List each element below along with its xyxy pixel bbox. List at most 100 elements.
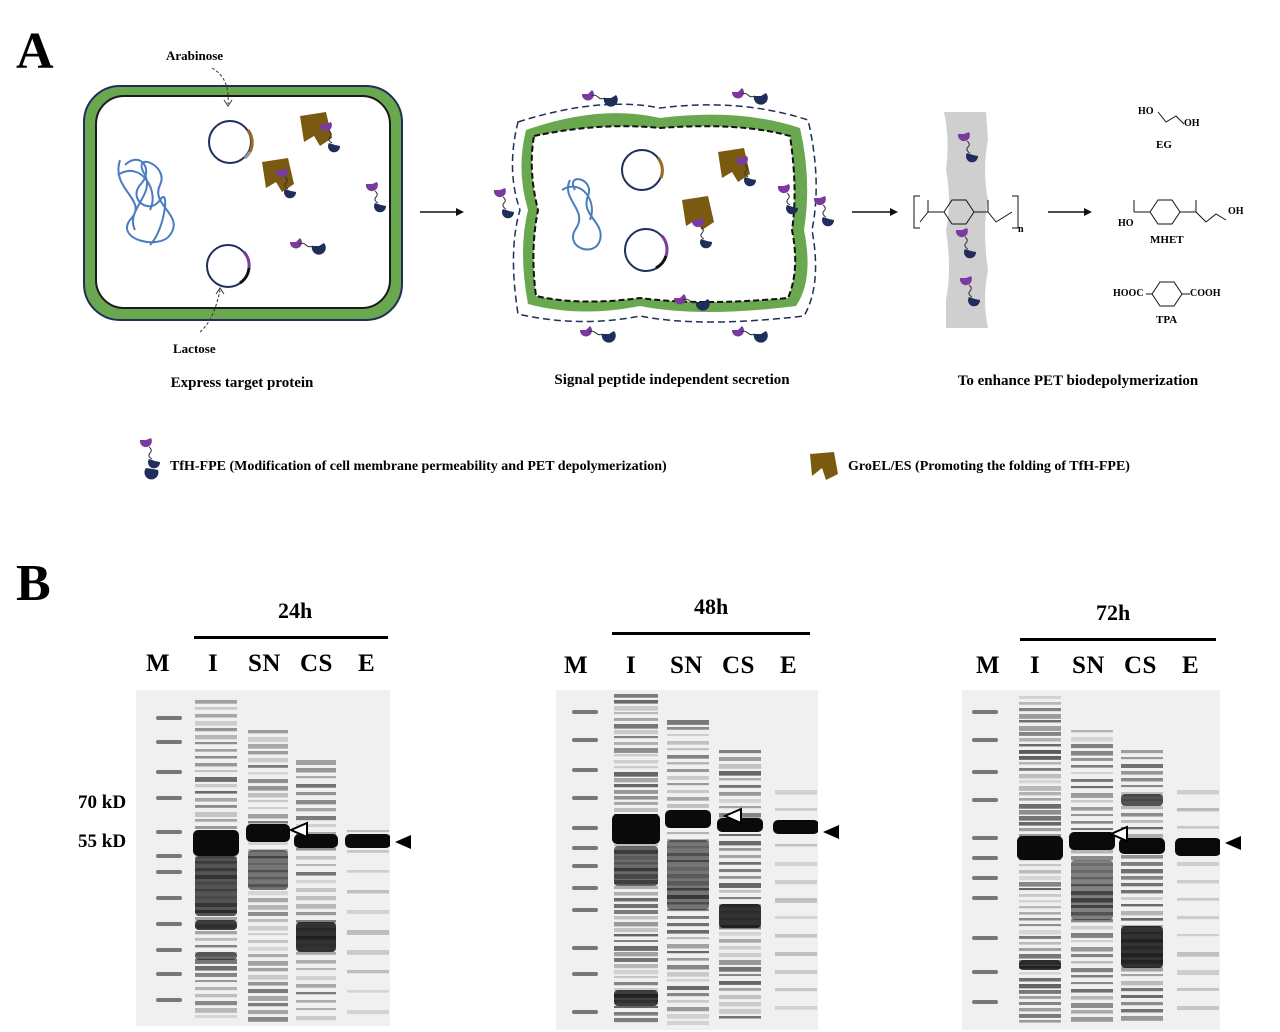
protein-band: [1071, 793, 1113, 798]
protein-band: [1177, 970, 1219, 975]
protein-band: [719, 897, 761, 900]
protein-band: [248, 919, 288, 923]
lactose-label: Lactose: [173, 341, 216, 356]
protein-band: [1121, 820, 1163, 823]
marker-70kd: 70 kD: [78, 792, 127, 813]
protein-band: [1177, 898, 1219, 901]
protein-band: [1019, 768, 1061, 771]
gel-2-filled-arrow: [823, 825, 839, 839]
protein-band: [347, 930, 389, 935]
protein-band: [667, 1014, 709, 1019]
protein-band: [1177, 952, 1219, 957]
protein-band: [1071, 737, 1113, 742]
protein-band: [614, 790, 658, 794]
protein-band: [1019, 714, 1061, 719]
target-band: [345, 834, 390, 848]
protein-band: [719, 953, 761, 958]
gel-1-time: 24h: [278, 598, 313, 623]
tpa-structure: [1146, 281, 1190, 307]
protein-band: [1019, 1020, 1061, 1023]
protein-band: [1071, 744, 1113, 749]
protein-band: [1071, 982, 1113, 985]
protein-band: [1071, 996, 1113, 1000]
protein-band: [775, 988, 817, 992]
protein-band: [248, 1010, 288, 1015]
target-band: [665, 810, 711, 828]
protein-band: [614, 904, 658, 909]
protein-band: [614, 952, 658, 957]
gel-1-lane-m: M: [146, 650, 171, 677]
protein-band: [1019, 708, 1061, 712]
protein-band: [296, 920, 336, 923]
protein-band: [719, 799, 761, 803]
protein-band: [248, 905, 288, 910]
protein-band: [1121, 794, 1163, 806]
protein-band: [1071, 954, 1113, 958]
protein-band: [667, 790, 709, 794]
protein-band: [1121, 904, 1163, 907]
protein-band: [719, 904, 761, 928]
protein-band: [1071, 828, 1113, 831]
protein-band: [719, 960, 761, 965]
protein-band: [347, 1010, 389, 1015]
protein-band: [296, 864, 336, 867]
protein-band: [296, 1008, 336, 1011]
ladder-band: [972, 970, 998, 974]
protein-band: [775, 844, 817, 847]
panel-a-letter: A: [16, 23, 54, 80]
protein-band: [719, 939, 761, 943]
target-band: [717, 818, 763, 832]
protein-band: [296, 1016, 336, 1021]
protein-band: [719, 995, 761, 1000]
protein-band: [614, 990, 658, 1006]
protein-band: [195, 735, 237, 740]
ladder-band: [972, 710, 998, 714]
protein-band: [719, 785, 761, 788]
pet-n-label: n: [1018, 224, 1024, 235]
protein-band: [296, 776, 336, 779]
gel-3-bar: [1020, 638, 1216, 641]
protein-band: [1019, 756, 1061, 760]
protein-band: [195, 700, 237, 704]
ladder-band: [572, 864, 598, 868]
protein-band: [719, 764, 761, 769]
protein-band: [195, 1001, 237, 1006]
protein-band: [667, 734, 709, 737]
protein-band: [719, 946, 761, 950]
protein-band: [1121, 890, 1163, 894]
protein-band: [347, 910, 389, 914]
gel-1-open-arrow: [288, 821, 308, 839]
gel-1-bar: [194, 636, 388, 639]
protein-band: [667, 727, 709, 730]
ladder-band: [972, 836, 998, 840]
protein-band: [614, 724, 658, 729]
protein-band: [1071, 961, 1113, 964]
protein-band: [1121, 778, 1163, 782]
pet-strip: [913, 112, 1019, 328]
protein-band: [296, 768, 336, 773]
protein-band: [1121, 834, 1163, 839]
protein-band: [1177, 880, 1219, 884]
protein-band: [614, 846, 658, 886]
protein-band: [1019, 888, 1061, 891]
target-band: [773, 820, 818, 834]
target-band: [1069, 832, 1115, 850]
protein-band: [614, 928, 658, 933]
tpa-label: TPA: [1156, 314, 1178, 326]
protein-band: [296, 888, 336, 892]
protein-band: [1019, 978, 1061, 982]
protein-band: [614, 778, 658, 783]
mhet-structure: [1133, 199, 1227, 225]
protein-band: [1019, 822, 1061, 826]
protein-band: [1019, 738, 1061, 742]
protein-band: [248, 821, 288, 824]
protein-band: [719, 750, 761, 754]
protein-band: [195, 812, 237, 817]
protein-band: [1019, 864, 1061, 867]
eg-structure: [1157, 111, 1185, 125]
protein-band: [719, 932, 761, 936]
target-band: [1175, 838, 1220, 856]
eg-label: EG: [1156, 139, 1172, 151]
protein-band: [296, 760, 336, 765]
protein-band: [667, 951, 709, 954]
